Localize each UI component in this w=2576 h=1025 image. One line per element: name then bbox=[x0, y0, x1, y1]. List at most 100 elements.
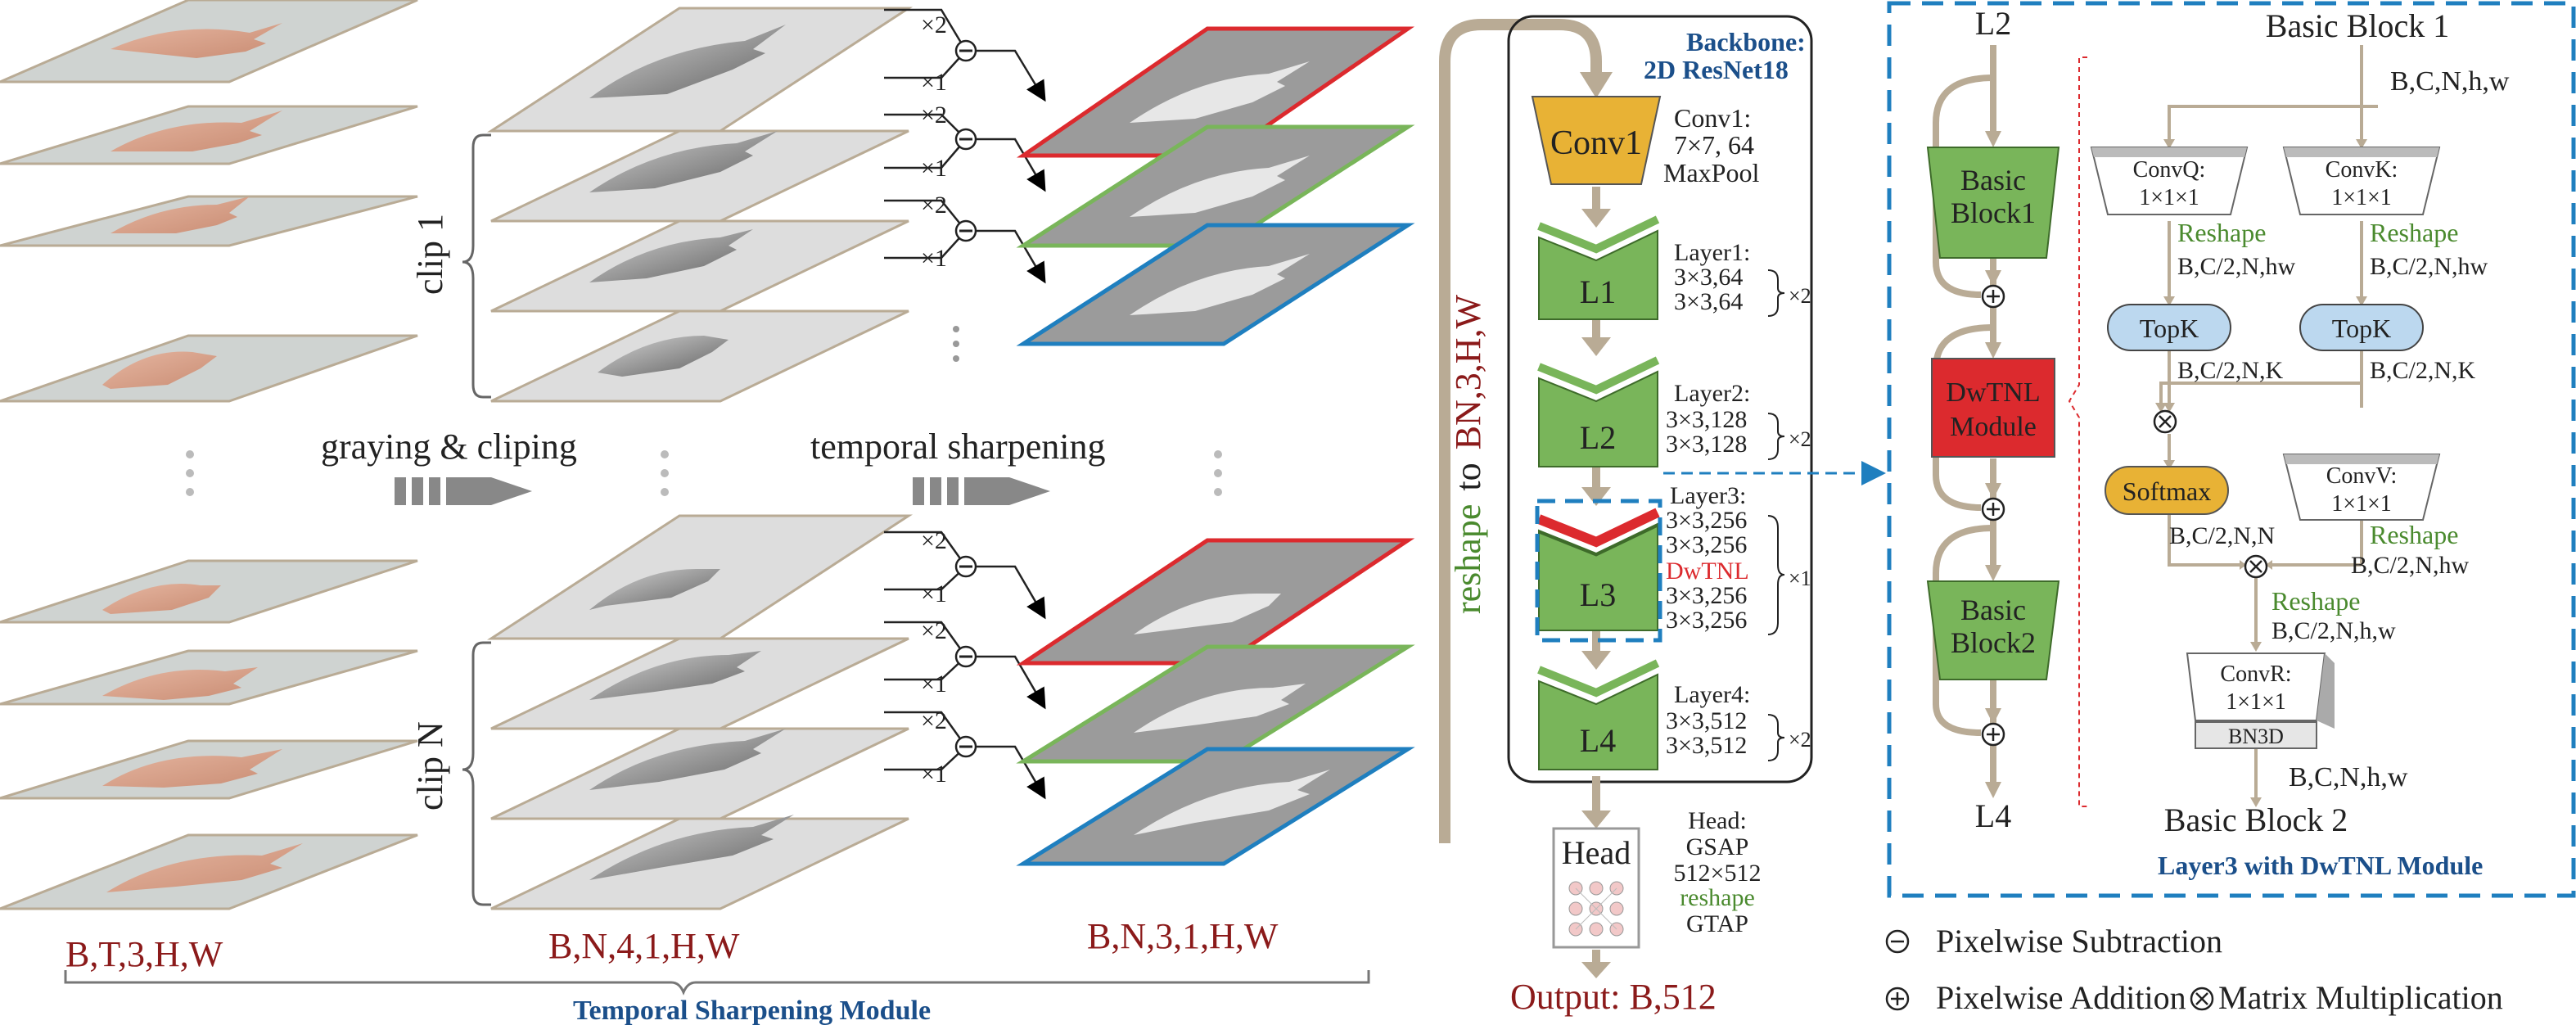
bn3d-label: BN3D bbox=[2228, 725, 2284, 748]
convr-label-2: 1×1×1 bbox=[2226, 689, 2286, 715]
reshape-vertical-label: reshapetoBN,3,H,W bbox=[1448, 294, 1488, 614]
sharpened-frames-clipN bbox=[1016, 538, 1415, 866]
basic-block1-title: Basic Block 1 bbox=[2266, 7, 2449, 44]
legend-sub-icon bbox=[1885, 929, 1910, 954]
basic-block2-label-1: Basic bbox=[1960, 594, 2026, 626]
layer3-brace bbox=[1767, 515, 1785, 635]
conv1-desc: Conv1: 7×7, 64 MaxPool bbox=[1663, 103, 1759, 187]
shape-softmax: B,C/2,N,N bbox=[2169, 522, 2275, 549]
svg-text:×1: ×1 bbox=[921, 671, 947, 698]
shape-k: B,C/2,N,hw bbox=[2370, 253, 2488, 280]
svg-text:×1: ×1 bbox=[921, 761, 947, 788]
convk-label-1: ConvK: bbox=[2326, 157, 2398, 183]
frame-plane bbox=[490, 219, 909, 313]
backbone-title-2: 2D ResNet18 bbox=[1644, 55, 1789, 84]
svg-text:DwTNL: DwTNL bbox=[1666, 558, 1749, 585]
topk-k-block bbox=[2299, 304, 2424, 351]
frame-plane bbox=[486, 514, 914, 640]
bn3d-block bbox=[2195, 721, 2317, 749]
layer4-brace bbox=[1767, 714, 1785, 761]
softmax-block bbox=[2105, 466, 2229, 515]
layer1-mult: ×2 bbox=[1789, 284, 1811, 308]
svg-text:Layer1:: Layer1: bbox=[1674, 239, 1750, 266]
layer1-block bbox=[1537, 215, 1660, 320]
dwtnl-caption: Layer3 with DwTNL Module bbox=[2158, 851, 2483, 880]
frame-plane bbox=[1016, 644, 1415, 764]
reshape-k: Reshape bbox=[2370, 218, 2458, 247]
frame-plane bbox=[0, 559, 418, 624]
layer2-brace bbox=[1767, 413, 1785, 460]
module-flow-heads bbox=[2155, 139, 2367, 807]
svg-text:×2: ×2 bbox=[921, 11, 947, 38]
svg-text:×1: ×1 bbox=[921, 69, 947, 96]
layer3-highlight-box bbox=[1535, 499, 1662, 643]
svg-text:Conv1:: Conv1: bbox=[1674, 103, 1751, 133]
output-label: Output: B,512 bbox=[1510, 977, 1717, 1017]
svg-text:×2: ×2 bbox=[921, 527, 947, 554]
svg-text:×1: ×1 bbox=[921, 245, 947, 272]
frame-plane bbox=[490, 815, 909, 910]
weight-labels: ×2×1 ×2×1 ×2×1 ×2×1 ×2×1 ×2×1 bbox=[921, 11, 947, 788]
dwtnl-module-label-1: DwTNL bbox=[1946, 377, 2040, 408]
svg-text:3×3,512: 3×3,512 bbox=[1666, 707, 1747, 734]
svg-text:GTAP: GTAP bbox=[1686, 910, 1748, 937]
shape-q: B,C/2,N,hw bbox=[2177, 253, 2296, 280]
frame-plane bbox=[490, 637, 909, 730]
shape-topk-q: B,C/2,N,K bbox=[2177, 357, 2284, 384]
svg-text:3×3,64: 3×3,64 bbox=[1674, 288, 1743, 315]
basic-block2-title: Basic Block 2 bbox=[2164, 801, 2348, 838]
gray-frames-clip1 bbox=[486, 7, 914, 403]
temporal-label: temporal sharpening bbox=[810, 427, 1105, 467]
frame-plane bbox=[1016, 223, 1415, 346]
convq-label-1: ConvQ: bbox=[2133, 157, 2206, 183]
l4-label: L4 bbox=[1975, 797, 2011, 834]
svg-text:×2: ×2 bbox=[921, 102, 947, 129]
layer2-desc: Layer2: 3×3,128 3×3,128 bbox=[1666, 380, 1750, 458]
backbone-arrows bbox=[1581, 187, 1611, 978]
svg-text:512×512: 512×512 bbox=[1674, 860, 1762, 887]
input-tensor-label: B,T,3,H,W bbox=[65, 934, 223, 974]
frame-plane bbox=[490, 129, 909, 223]
frame-plane bbox=[490, 727, 909, 820]
svg-text:3×3,256: 3×3,256 bbox=[1666, 507, 1747, 534]
svg-text:3×3,128: 3×3,128 bbox=[1666, 406, 1747, 433]
legend-add-icon bbox=[1885, 987, 1910, 1011]
tsm-title: Temporal Sharpening Module bbox=[573, 996, 931, 1025]
layer1-desc: Layer1: 3×3,64 3×3,64 bbox=[1674, 239, 1750, 315]
subtract-minus bbox=[959, 49, 972, 748]
add-op-2 bbox=[1981, 497, 2005, 522]
layer3-mult: ×1 bbox=[1789, 567, 1811, 590]
layer2-mult: ×2 bbox=[1789, 427, 1811, 451]
svg-text:×1: ×1 bbox=[921, 155, 947, 182]
clipN-label: clip N bbox=[410, 721, 450, 811]
frame-plane bbox=[0, 649, 418, 706]
legend-mul-label: Matrix Multiplication bbox=[2218, 979, 2503, 1016]
topk-k-label: TopK bbox=[2332, 314, 2391, 343]
convq-label-2: 1×1×1 bbox=[2139, 185, 2199, 210]
frame-plane bbox=[1016, 538, 1415, 666]
gray-frames-clipN bbox=[486, 514, 914, 910]
add-op-1 bbox=[1981, 284, 2005, 309]
topk-q-block bbox=[2107, 304, 2231, 351]
convv-label-1: ConvV: bbox=[2326, 463, 2398, 489]
svg-text:3×3,512: 3×3,512 bbox=[1666, 732, 1747, 759]
conv1-block bbox=[1531, 96, 1662, 185]
basic-block2-label-2: Block2 bbox=[1951, 626, 2036, 659]
conv1-block-label: Conv1 bbox=[1550, 124, 1642, 162]
frame-plane bbox=[0, 833, 418, 910]
svg-text:MaxPool: MaxPool bbox=[1663, 158, 1759, 187]
basic-block1-label-1: Basic bbox=[1960, 164, 2026, 196]
sharp-tensor-label: B,N,3,1,H,W bbox=[1087, 916, 1279, 956]
clip1-label: clip 1 bbox=[410, 214, 450, 295]
input-frames-top bbox=[0, 0, 418, 403]
l2-label: L2 bbox=[1975, 5, 2011, 42]
basic-block2 bbox=[1926, 580, 2060, 680]
dwtnl-panel bbox=[1887, 1, 2576, 898]
output-shape: B,C,N,h,w bbox=[2289, 762, 2408, 792]
head-block bbox=[1552, 827, 1640, 949]
dwtnl-module-label-2: Module bbox=[1950, 412, 2037, 442]
reshape-flow-arrowhead bbox=[1580, 72, 1613, 98]
matmul-op-1 bbox=[2153, 409, 2177, 434]
layer4-mult: ×2 bbox=[1789, 728, 1811, 752]
